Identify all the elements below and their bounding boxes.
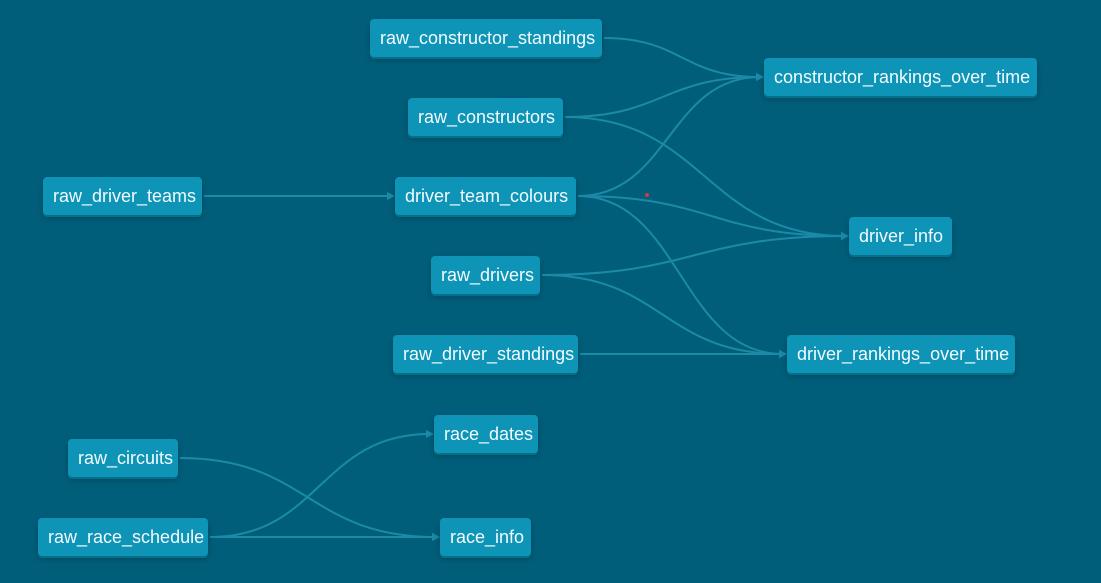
- edge-raw_drivers-to-driver_rankings_over_time: [541, 274, 784, 355]
- edge-driver_team_colours-to-driver_rankings_over_time: [577, 195, 784, 355]
- edge-raw_race_schedule-to-race_dates: [209, 433, 431, 538]
- edge-arrowhead: [779, 350, 787, 358]
- node-raw-race-schedule[interactable]: raw_race_schedule: [38, 518, 208, 556]
- edge-raw_drivers-to-driver_info: [541, 235, 846, 276]
- edge-arrowhead: [387, 192, 395, 200]
- node-driver-info[interactable]: driver_info: [849, 217, 952, 255]
- node-raw-driver-teams[interactable]: raw_driver_teams: [43, 177, 202, 215]
- node-driver-rankings-over-time[interactable]: driver_rankings_over_time: [787, 335, 1015, 373]
- edge-arrowhead: [841, 232, 849, 240]
- node-raw-driver-standings[interactable]: raw_driver_standings: [393, 335, 578, 373]
- edge-driver_team_colours-to-driver_info: [577, 195, 846, 237]
- edge-arrowhead: [426, 430, 434, 438]
- edge-raw_constructors-to-constructor_rankings_over_time: [564, 76, 761, 118]
- node-raw-constructor-standings[interactable]: raw_constructor_standings: [370, 19, 602, 57]
- edge-arrowhead: [432, 533, 440, 541]
- node-constructor-rankings-over-time[interactable]: constructor_rankings_over_time: [764, 58, 1037, 96]
- node-raw-drivers[interactable]: raw_drivers: [431, 256, 540, 294]
- edge-driver_team_colours-to-constructor_rankings_over_time: [577, 76, 761, 197]
- node-raw-constructors[interactable]: raw_constructors: [408, 98, 563, 136]
- node-race-info[interactable]: race_info: [440, 518, 531, 556]
- cursor-marker-dot: [645, 193, 649, 197]
- node-race-dates[interactable]: race_dates: [434, 415, 538, 453]
- edge-raw_constructors-to-driver_info: [564, 116, 846, 237]
- node-raw-circuits[interactable]: raw_circuits: [68, 439, 178, 477]
- node-driver-team-colours[interactable]: driver_team_colours: [395, 177, 576, 215]
- edge-arrowhead: [756, 73, 764, 81]
- edge-raw_constructor_standings-to-constructor_rankings_over_time: [603, 37, 761, 78]
